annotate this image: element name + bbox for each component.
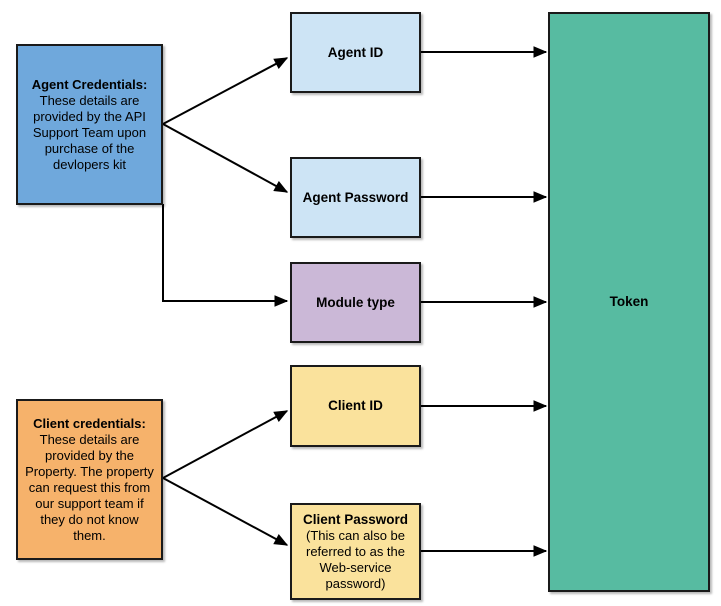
node-client-credentials: Client credentials: These details are pr… [16, 399, 163, 560]
node-agent-credentials: Agent Credentials: These details are pro… [16, 44, 163, 205]
agent-credentials-title: Agent Credentials: [31, 76, 148, 92]
client-password-label: Client Password [302, 511, 409, 527]
node-agent-password: Agent Password [290, 157, 421, 238]
agent-id-label: Agent ID [327, 44, 384, 60]
node-client-id: Client ID [290, 365, 421, 447]
arrow-agent-credentials-to-agent-password [162, 123, 289, 193]
arrow-agent-credentials-to-module-type [162, 204, 289, 307]
arrow-client-credentials-to-client-password [162, 477, 289, 546]
agent-password-label: Agent Password [302, 189, 409, 205]
client-credentials-body: These details are provided by the Proper… [25, 431, 154, 543]
node-module-type: Module type [290, 262, 421, 343]
token-label: Token [609, 294, 649, 309]
client-id-label: Client ID [328, 398, 383, 413]
client-password-body: (This can also be referred to as the Web… [306, 527, 405, 591]
node-agent-id: Agent ID [290, 12, 421, 93]
arrow-agent-credentials-to-agent-id [162, 57, 289, 125]
module-type-label: Module type [316, 294, 395, 310]
node-token: Token [548, 12, 710, 592]
agent-credentials-body: These details are provided by the API Su… [32, 92, 147, 172]
client-credentials-title: Client credentials: [33, 415, 146, 431]
node-client-password: Client Password (This can also be referr… [290, 503, 421, 600]
arrow-client-credentials-to-client-id [162, 410, 289, 479]
